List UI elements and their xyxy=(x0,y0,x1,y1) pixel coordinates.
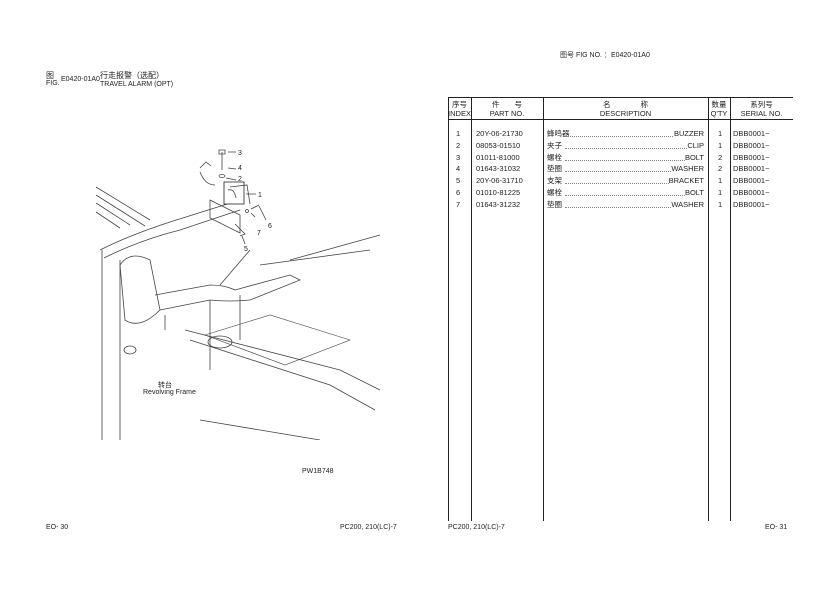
left-model: PC200, 210(LC)-7 xyxy=(340,524,397,531)
row-index: 6 xyxy=(456,188,461,197)
row-name-cn: 蜂鸣器 xyxy=(547,129,570,138)
row-part-no: 08053-01510 xyxy=(476,140,521,150)
row-index: 4 xyxy=(456,164,461,174)
row-name-cn: 夹子 xyxy=(547,140,562,150)
row-serial: DBB0001~ xyxy=(733,176,770,186)
exploded-parts-drawing xyxy=(95,149,381,440)
row-name-cn: 垫圈 xyxy=(547,199,562,209)
row-name-cn: 垫圈 xyxy=(547,164,562,174)
row-index: 1 xyxy=(456,129,461,138)
callout-3: 3 xyxy=(238,150,242,157)
row-name-en: BOLT xyxy=(684,187,704,199)
title-en: TRAVEL ALARM (OPT) xyxy=(100,81,174,88)
row-part-no: 01643-31032 xyxy=(476,164,521,174)
row-serial: DBB0001~ xyxy=(733,199,770,209)
table-row: 2 08053-01510 夹子 CLIP 1 DBB0001~ xyxy=(448,139,793,152)
table-row: 7 01643-31232 垫圈 WASHER 1 DBB0001~ xyxy=(448,198,793,211)
row-name-cn: 支架 xyxy=(547,176,562,186)
table-row: 5 20Y-06-31710 支架 BRACKET 1 DBB0001~ xyxy=(448,175,793,188)
row-qty: 1 xyxy=(718,199,723,209)
left-page-number: EO- 30 xyxy=(46,524,69,531)
row-serial: DBB0001~ xyxy=(733,140,770,150)
callout-1: 1 xyxy=(258,192,262,199)
row-name-cn: 螺栓 xyxy=(547,188,562,197)
callout-6: 6 xyxy=(268,223,272,230)
callout-7: 7 xyxy=(257,230,261,237)
frame-label-en: Revolving Frame xyxy=(143,389,196,396)
fig-number-header: 图号 FIG NO. ：E0420-01A0 xyxy=(560,52,650,59)
row-index: 5 xyxy=(456,176,461,186)
row-serial: DBB0001~ xyxy=(733,188,770,197)
fig-label-cn: 图 xyxy=(46,71,54,80)
row-name-en: CLIP xyxy=(687,139,704,152)
row-part-no: 20Y-06-21730 xyxy=(476,129,523,138)
row-name-en: WASHER xyxy=(671,198,704,211)
row-part-no: 20Y-06-31710 xyxy=(476,176,523,186)
row-serial: DBB0001~ xyxy=(733,152,770,162)
row-qty: 2 xyxy=(718,152,723,162)
row-qty: 1 xyxy=(718,188,723,197)
callout-5: 5 xyxy=(244,246,248,253)
row-name-cn: 螺栓 xyxy=(547,152,562,162)
table-row: 6 01010-81225 螺栓 BOLT 1 DBB0001~ xyxy=(448,187,793,199)
row-index: 2 xyxy=(456,140,461,150)
row-qty: 2 xyxy=(718,164,723,174)
fig-label-en: FIG. xyxy=(46,80,60,87)
row-qty: 1 xyxy=(718,129,723,138)
frame-label-cn: 转台 xyxy=(158,382,172,389)
title-cn: 行走报警（选配） xyxy=(100,71,164,80)
row-serial: DBB0001~ xyxy=(733,164,770,174)
row-qty: 1 xyxy=(718,140,723,150)
row-part-no: 01011-81000 xyxy=(476,152,520,162)
row-index: 7 xyxy=(456,199,461,209)
row-serial: DBB0001~ xyxy=(733,129,770,138)
row-qty: 1 xyxy=(718,176,723,186)
callout-4: 4 xyxy=(238,165,242,172)
row-name-en: BRACKET xyxy=(668,175,704,188)
right-page-number: EO- 31 xyxy=(765,524,788,531)
right-model: PC200, 210(LC)-7 xyxy=(448,524,505,531)
row-name-en: BUZZER xyxy=(674,128,704,140)
table-row: 4 01643-31032 垫圈 WASHER 2 DBB0001~ xyxy=(448,163,793,176)
callout-2: 2 xyxy=(238,176,242,183)
fig-number: E0420-01A0 xyxy=(61,76,100,83)
row-index: 3 xyxy=(456,152,461,162)
row-name-en: WASHER xyxy=(671,163,704,176)
row-name-en: BOLT xyxy=(684,151,704,164)
row-part-no: 01643-31232 xyxy=(476,199,521,209)
drawing-number: PW1B748 xyxy=(302,468,334,475)
table-row: 3 01011-81000 螺栓 BOLT 2 DBB0001~ xyxy=(448,151,793,164)
table-row: 1 20Y-06-21730 蜂鸣器 BUZZER 1 DBB0001~ xyxy=(448,128,793,140)
row-part-no: 01010-81225 xyxy=(476,188,521,197)
